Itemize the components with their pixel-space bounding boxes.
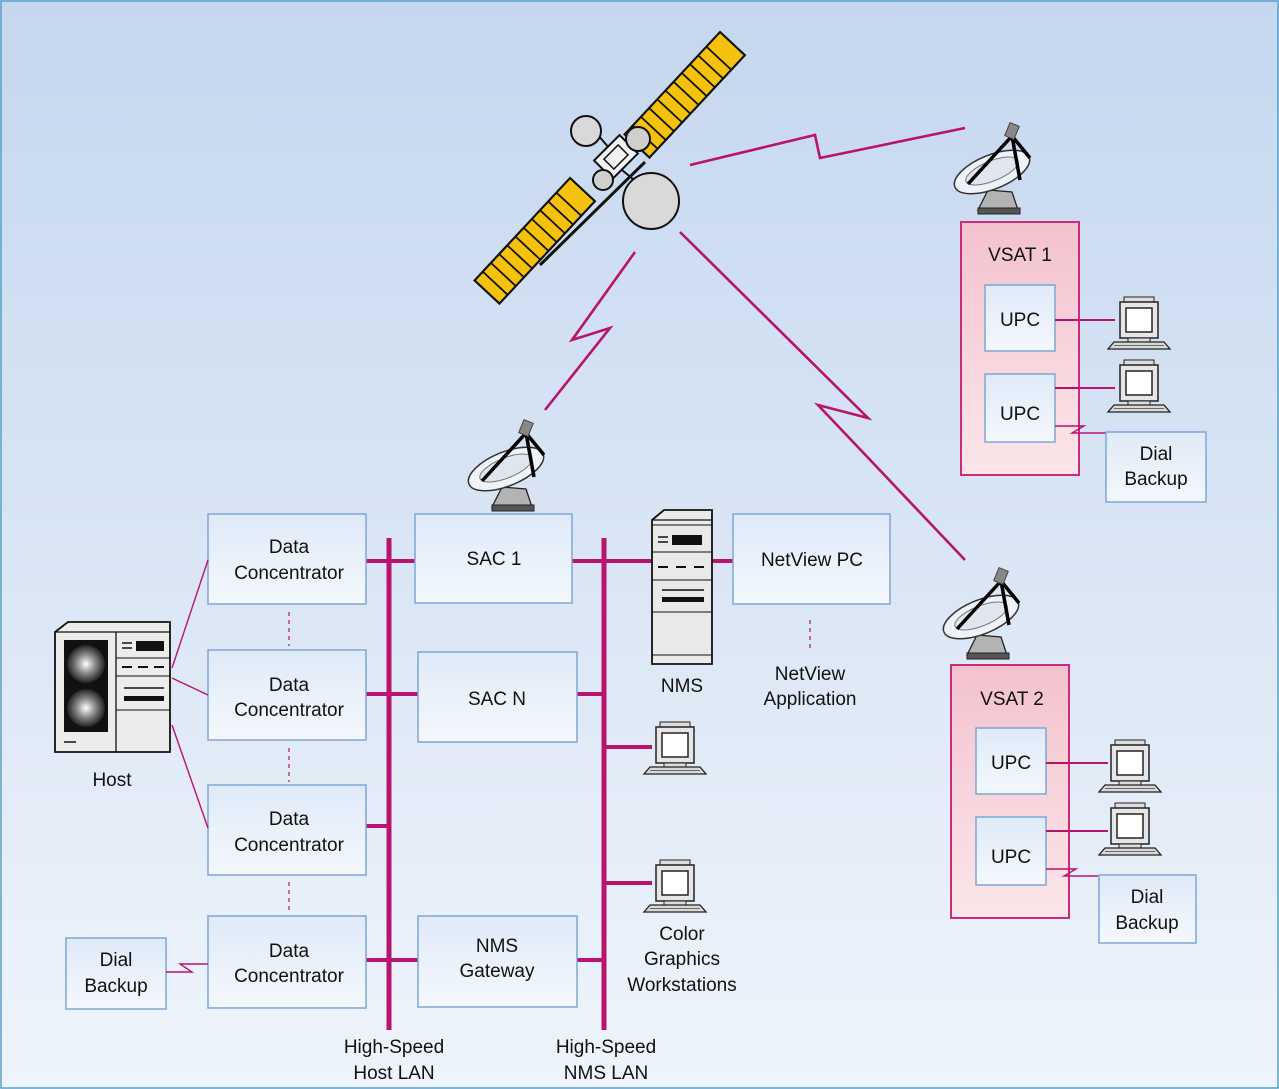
data-concentrator: Data Concentrator	[207, 513, 367, 605]
vsat-2-label: VSAT 2	[980, 689, 1044, 710]
sac-1: SAC 1	[414, 513, 573, 604]
dial-link	[1046, 868, 1098, 877]
upc-box	[975, 816, 1047, 886]
svg-text:SAC 1: SAC 1	[467, 549, 522, 570]
color-graphics-workstations-label: Graphics	[644, 949, 720, 970]
color-graphics-workstations-label: Workstations	[627, 975, 736, 996]
host-lan-label: High-Speed	[344, 1037, 444, 1058]
svg-text:Backup: Backup	[84, 976, 147, 997]
vsat-1-label: VSAT 1	[988, 245, 1052, 266]
netview-pc: NetView PC	[732, 513, 891, 605]
nms-lan-label: High-Speed	[556, 1037, 656, 1058]
upc-label: UPC	[1000, 404, 1040, 425]
data-concentrator: Data Concentrator	[207, 649, 367, 741]
link-sat-hub	[543, 251, 637, 411]
dial-label: Dial	[1131, 887, 1164, 908]
dial-link	[1055, 425, 1106, 434]
link-sat-vsat2	[679, 231, 966, 561]
satellite-icon	[473, 31, 746, 305]
svg-text:Concentrator: Concentrator	[234, 563, 345, 584]
upc-label: UPC	[991, 847, 1031, 868]
upc-box	[975, 727, 1047, 795]
vsat-1: VSAT 1 UPC UPC	[960, 221, 1080, 476]
nms-label: NMS	[661, 676, 703, 697]
upc-box	[984, 284, 1056, 352]
svg-text:Data: Data	[269, 809, 310, 830]
data-concentrator: Data Concentrator	[207, 915, 367, 1009]
dial-link	[166, 963, 208, 973]
netview-application-label: NetView	[775, 664, 846, 685]
host-links	[171, 559, 209, 829]
svg-text:Concentrator: Concentrator	[234, 700, 345, 721]
dial-backup-box: Dial Backup	[65, 937, 167, 1010]
svg-text:Gateway: Gateway	[460, 961, 535, 982]
host-computer-icon	[54, 621, 171, 753]
svg-text:NMS: NMS	[476, 936, 518, 957]
server-icon	[651, 509, 713, 665]
dial-label: Dial	[1140, 444, 1173, 465]
svg-text:Data: Data	[269, 675, 310, 696]
svg-text:Concentrator: Concentrator	[234, 966, 345, 987]
svg-text:Data: Data	[269, 537, 310, 558]
svg-text:SAC N: SAC N	[468, 689, 526, 710]
upc-label: UPC	[991, 753, 1031, 774]
upc-label: UPC	[1000, 310, 1040, 331]
color-graphics-workstations-label: Color	[659, 924, 705, 945]
backup-label: Backup	[1124, 469, 1187, 490]
data-concentrator: Data Concentrator	[207, 784, 367, 876]
host-lan-taps	[366, 559, 418, 962]
upc-box	[984, 373, 1056, 443]
nms-lan-taps	[572, 559, 652, 962]
svg-text:Data: Data	[269, 941, 310, 962]
sac-n: SAC N	[417, 651, 578, 743]
vsat-2: VSAT 2 UPC UPC	[950, 664, 1070, 919]
netview-application-label: Application	[764, 689, 857, 710]
host-lan-label: Host LAN	[353, 1063, 434, 1084]
svg-text:NetView PC: NetView PC	[761, 550, 863, 571]
link-sat-vsat1	[689, 126, 966, 167]
backup-label: Backup	[1115, 913, 1178, 934]
dial-backup-box	[1098, 874, 1197, 944]
svg-text:Dial: Dial	[100, 950, 133, 971]
host-label: Host	[92, 770, 132, 791]
nms-gateway: NMS Gateway	[417, 915, 578, 1008]
dial-backup-box	[1105, 431, 1207, 503]
svg-text:Concentrator: Concentrator	[234, 835, 345, 856]
nms-lan-label: NMS LAN	[564, 1063, 648, 1084]
